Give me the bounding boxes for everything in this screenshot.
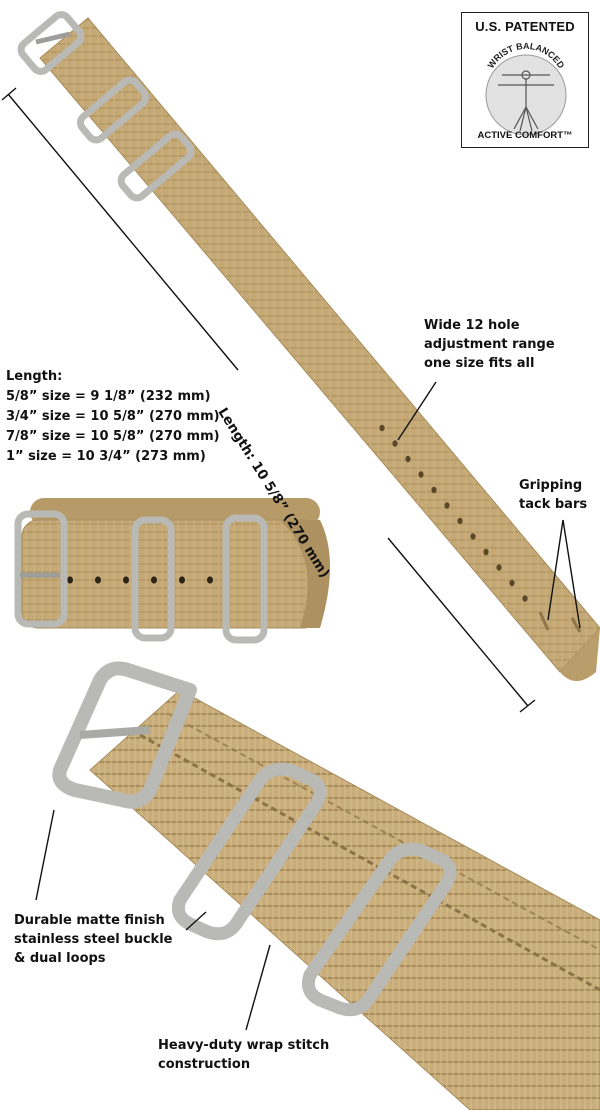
size-length-list: Length: 5/8” size = 9 1/8” (232 mm) 3/4”… [6,367,220,467]
strap-hole [496,564,502,571]
strap-hole [483,548,489,556]
strap-hole [379,424,385,432]
tack-bar-1 [538,611,550,631]
strap-hole [392,440,398,447]
buckle-pointer-2 [185,911,207,931]
holes-pointer [397,381,437,441]
tack-bars-callout: Gripping tack bars [519,476,587,514]
callout-line: one size fits all [424,356,535,371]
tack-pointer-left [547,519,564,621]
badge-bottom-text: ACTIVE COMFORT™ [477,130,573,141]
tack-pointer-right [562,519,581,629]
main-keeper-1 [76,76,150,144]
strap-hole [405,455,411,463]
holes-callout: Wide 12 hole adjustment range one size f… [424,316,555,373]
strap-hole [123,576,129,584]
strap-hole [431,486,437,494]
tack-bar-2 [570,617,582,633]
callout-line: Heavy-duty wrap stitch [158,1038,330,1053]
strap-hole [207,576,213,584]
vitruvian-icon: WRIST BALANCED [485,41,567,136]
strap-hole [470,533,476,540]
stitch-callout: Heavy-duty wrap stitch construction [158,1036,329,1074]
buckle-callout: Durable matte finish stainless steel buc… [14,911,172,968]
buckle-pointer-1 [35,809,55,901]
closeup-strap [52,661,600,1110]
main-strap [39,17,600,681]
strap-hole [151,576,157,584]
size-row: 5/8” size = 9 1/8” (232 mm) [6,389,211,404]
callout-line: Durable matte finish [14,913,165,928]
looped-strap [14,498,330,644]
strap-holes [379,424,528,602]
strap-hole [457,517,463,525]
size-row: 7/8” size = 10 5/8” (270 mm) [6,429,220,444]
strap-hole [418,471,424,478]
callout-line: Wide 12 hole [424,318,520,333]
callout-line: & dual loops [14,951,106,966]
length-dimension-line [1,87,536,713]
main-keeper-2 [117,130,195,202]
main-buckle [17,11,85,75]
callout-line: stainless steel buckle [14,932,173,947]
size-row: 1” size = 10 3/4” (273 mm) [6,449,206,464]
badge-top-text: U.S. PATENTED [475,19,575,34]
stitch-pointer [245,944,271,1031]
strap-hole [444,502,450,509]
callout-line: construction [158,1057,251,1072]
size-row: 3/4” size = 10 5/8” (270 mm) [6,409,220,424]
patent-badge: U.S. PATENTED WRIST BALANCED ACTIVE COMF… [461,12,589,148]
length-heading: Length: [6,369,63,384]
strap-hole [95,576,101,584]
strap-hole [522,595,528,602]
callout-line: adjustment range [424,337,555,352]
strap-hole [179,576,185,584]
callout-line: tack bars [519,497,588,512]
strap-hole [67,576,73,584]
strap-hole [509,579,515,587]
callout-line: Gripping [519,478,583,493]
